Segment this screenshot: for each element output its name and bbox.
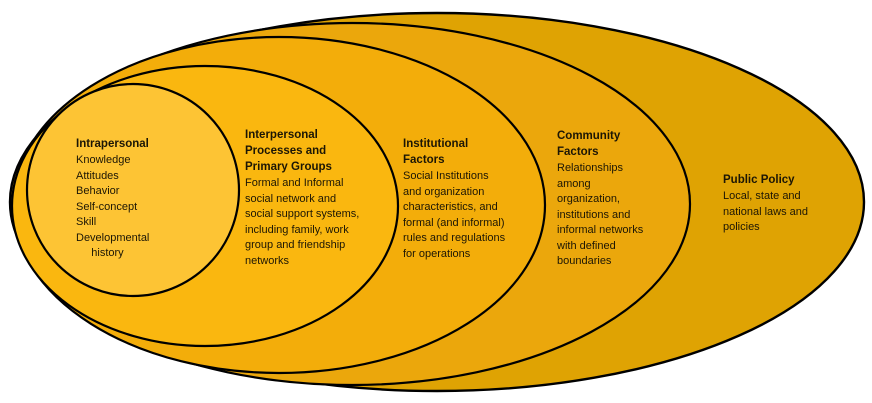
level-heading-intrapersonal: Intrapersonal [76,138,149,150]
level-label-intrapersonal: Intrapersonal Knowledge Attitudes Behavi… [76,136,194,262]
level-label-institutional: Institutional Factors Social Institution… [403,136,527,262]
level-label-interpersonal: Interpersonal Processes and Primary Grou… [245,127,377,269]
level-heading-interpersonal: Interpersonal Processes and Primary Grou… [245,129,332,173]
level-heading-community: Community Factors [557,130,621,158]
level-body-public-policy: Local, state and national laws and polic… [723,190,809,233]
ellipse-intrapersonal [25,82,241,298]
level-label-community: Community Factors Relationships among or… [557,128,675,270]
level-heading-public-policy: Public Policy [723,174,795,186]
level-label-public-policy: Public Policy Local, state and national … [723,172,851,236]
level-body-interpersonal: Formal and Informal social network and s… [245,177,360,267]
level-heading-institutional: Institutional Factors [403,138,469,166]
level-body-intrapersonal: Knowledge Attitudes Behavior Self-concep… [76,154,150,259]
level-body-community: Relationships among organization, instit… [557,162,644,267]
level-body-institutional: Social Institutions and organization cha… [403,170,506,260]
